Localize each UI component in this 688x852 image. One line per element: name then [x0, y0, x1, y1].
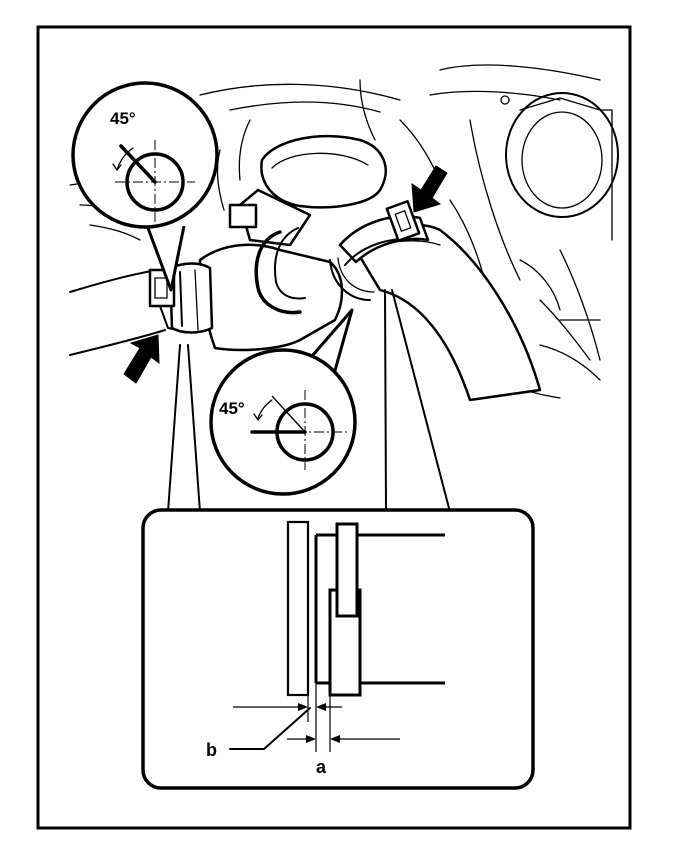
callout-bottom: 45° [209, 308, 357, 496]
reservoir-cap [500, 92, 619, 218]
left-hose-clamp [148, 262, 214, 334]
clamp-angle-line [119, 144, 157, 184]
stopper-plate [286, 520, 310, 697]
angle-label-top-left: 45° [110, 109, 136, 128]
arrow-right-clamp [411, 165, 448, 213]
detail-callout: b a [141, 289, 535, 790]
callout-top-left: 45° [71, 81, 219, 292]
dimension-label-b: b [206, 740, 217, 760]
arrow-left-clamp [123, 334, 160, 384]
dimension-label-a: a [316, 757, 327, 777]
right-hose-clamp [329, 200, 430, 301]
angle-label-bottom: 45° [219, 399, 245, 418]
clamp-tab [335, 522, 359, 618]
diagram-frame [36, 25, 632, 830]
